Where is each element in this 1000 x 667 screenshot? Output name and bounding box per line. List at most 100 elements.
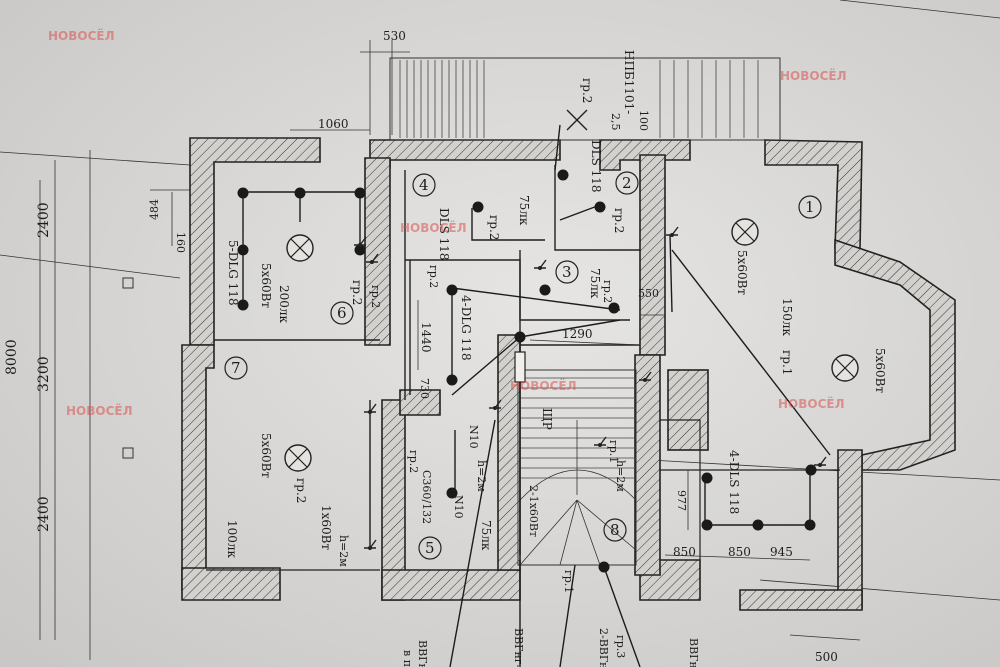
room-3-number: 3 — [562, 263, 572, 281]
fixture-point-icon — [514, 331, 526, 343]
room-6-number: 6 — [337, 304, 347, 322]
lamp-1x60: 1x60Вт — [319, 505, 333, 550]
partitions — [206, 165, 840, 571]
lamp-cross-icon — [735, 222, 755, 242]
npb-value: 100 — [637, 110, 650, 131]
fixture-point-icon — [701, 472, 713, 484]
h2m-b: h=2м — [475, 460, 488, 492]
dim-945: 945 — [770, 545, 793, 559]
room-8-number: 8 — [610, 521, 620, 539]
room-5-number: 5 — [425, 539, 435, 557]
room-7-group: гр.2 — [294, 478, 308, 503]
room-6-lamp: 5x60Вт — [259, 263, 273, 308]
gr2-a: гр.2 — [427, 265, 440, 288]
h2m-a: h=2м — [337, 535, 350, 567]
panel-label: ЩР — [540, 408, 554, 430]
watermark-logo: НОВОСЁЛ — [778, 396, 845, 411]
gr2-d: гр.2 — [601, 280, 614, 303]
cable-2: ВВГнг-5 — [512, 628, 525, 667]
dim-1440: 1440 — [419, 322, 433, 353]
fixture-point-icon — [472, 201, 484, 213]
cable-5: в по — [401, 650, 414, 667]
room-6-lux: 200лк — [277, 285, 291, 324]
room-7-lamp: 5x60Вт — [259, 433, 273, 478]
c360-label: C360/132 — [420, 470, 433, 524]
walls — [181, 137, 956, 611]
svg-text:НОВОСЁЛ: НОВОСЁЛ — [400, 220, 467, 235]
dim-484: 484 — [148, 199, 161, 220]
distribution-panel — [514, 351, 526, 383]
gr2-c: гр.2 — [407, 450, 420, 473]
npb-value-2: 2,5 — [609, 113, 622, 131]
dim-550: 550 — [638, 287, 659, 300]
svg-text:НОВОСЁЛ: НОВОСЁЛ — [66, 403, 133, 418]
fixture-point-icon — [804, 519, 816, 531]
fixture-point-icon — [237, 187, 249, 199]
switch-point-icon — [598, 443, 602, 447]
room-5-lux: 75лк — [479, 520, 493, 551]
dim-left-2400-top: 2400 — [36, 202, 52, 238]
dim-977: 977 — [675, 490, 688, 511]
switch-point-icon — [368, 546, 372, 550]
room-4-group: гр.2 — [487, 215, 501, 240]
room-7-number: 7 — [231, 359, 241, 377]
fixture-point-icon — [354, 244, 366, 256]
dls118-room2: DLS 118 — [589, 140, 603, 193]
gr1-a: гр.1 — [562, 570, 575, 593]
gr1-b: гр.1 — [607, 440, 620, 463]
room-1-lux: 150лк — [780, 298, 794, 337]
dls118-room4: DLS 118 — [437, 208, 451, 261]
stair-lamp: 2-1x60Вт — [527, 485, 540, 537]
gr2-top: гр.2 — [580, 78, 594, 103]
fixture-point-icon — [598, 561, 610, 573]
npb-label: НПБ1101- — [622, 50, 636, 114]
gr3-label: гр.3 — [614, 635, 627, 658]
switch-point-icon — [643, 378, 647, 382]
svg-text:НОВОСЁЛ: НОВОСЁЛ — [510, 378, 577, 393]
room-1-lamp: 5x60Вт — [735, 250, 749, 295]
watermark-logo: НОВОСЁЛ — [48, 28, 115, 43]
room-1-lamp-b: 5x60Вт — [873, 348, 887, 393]
dim-730: 730 — [418, 378, 431, 399]
dim-1060: 1060 — [318, 117, 349, 131]
watermark-logo: НОВОСЁЛ — [400, 220, 467, 235]
dim-total-8000: 8000 — [4, 339, 20, 375]
cable-4: ВВГн — [687, 638, 700, 667]
dim-1290: 1290 — [562, 327, 593, 341]
room-3-lux: 75лк — [588, 268, 602, 299]
staircase-top — [389, 57, 781, 141]
gr2-b: гр.2 — [369, 285, 382, 308]
fixture-point-icon — [354, 187, 366, 199]
staircase-center — [517, 369, 637, 566]
room-2-group: гр.2 — [612, 208, 626, 233]
fixture-point-icon — [752, 519, 764, 531]
fixture-point-icon — [294, 187, 306, 199]
lamp-cross-icon — [566, 109, 588, 131]
svg-text:НОВОСЁЛ: НОВОСЁЛ — [48, 28, 115, 43]
switch-point-icon — [358, 243, 362, 247]
lamp-fixtures — [284, 109, 859, 472]
lamp-cross-icon — [835, 358, 855, 378]
fixture-point-icon — [446, 487, 458, 499]
grid-marker — [122, 277, 134, 289]
fixture-point-icon — [557, 169, 569, 181]
fixture-point-icon — [805, 464, 817, 476]
fixture-point-icon — [237, 244, 249, 256]
room-4-lux: 75лк — [517, 195, 531, 226]
dim-left-3200: 3200 — [36, 356, 52, 392]
h2m-c: h=2м — [614, 460, 627, 492]
fixture-dots — [237, 169, 817, 573]
room-6-group: гр.2 — [350, 280, 364, 305]
n10-a: N10 — [467, 425, 480, 449]
watermark-logo: НОВОСЁЛ — [510, 378, 577, 393]
dimension-lines — [54, 40, 861, 641]
dlg5-label: 5-DLG 118 — [226, 240, 240, 306]
cable-1: ВВГнг-5 — [416, 640, 429, 667]
room-2-number: 2 — [622, 174, 632, 192]
room-4-number: 4 — [419, 176, 429, 194]
cable-3: 2-ВВГн — [597, 628, 610, 667]
dim-500: 500 — [815, 650, 838, 664]
switch-point-icon — [493, 406, 497, 410]
